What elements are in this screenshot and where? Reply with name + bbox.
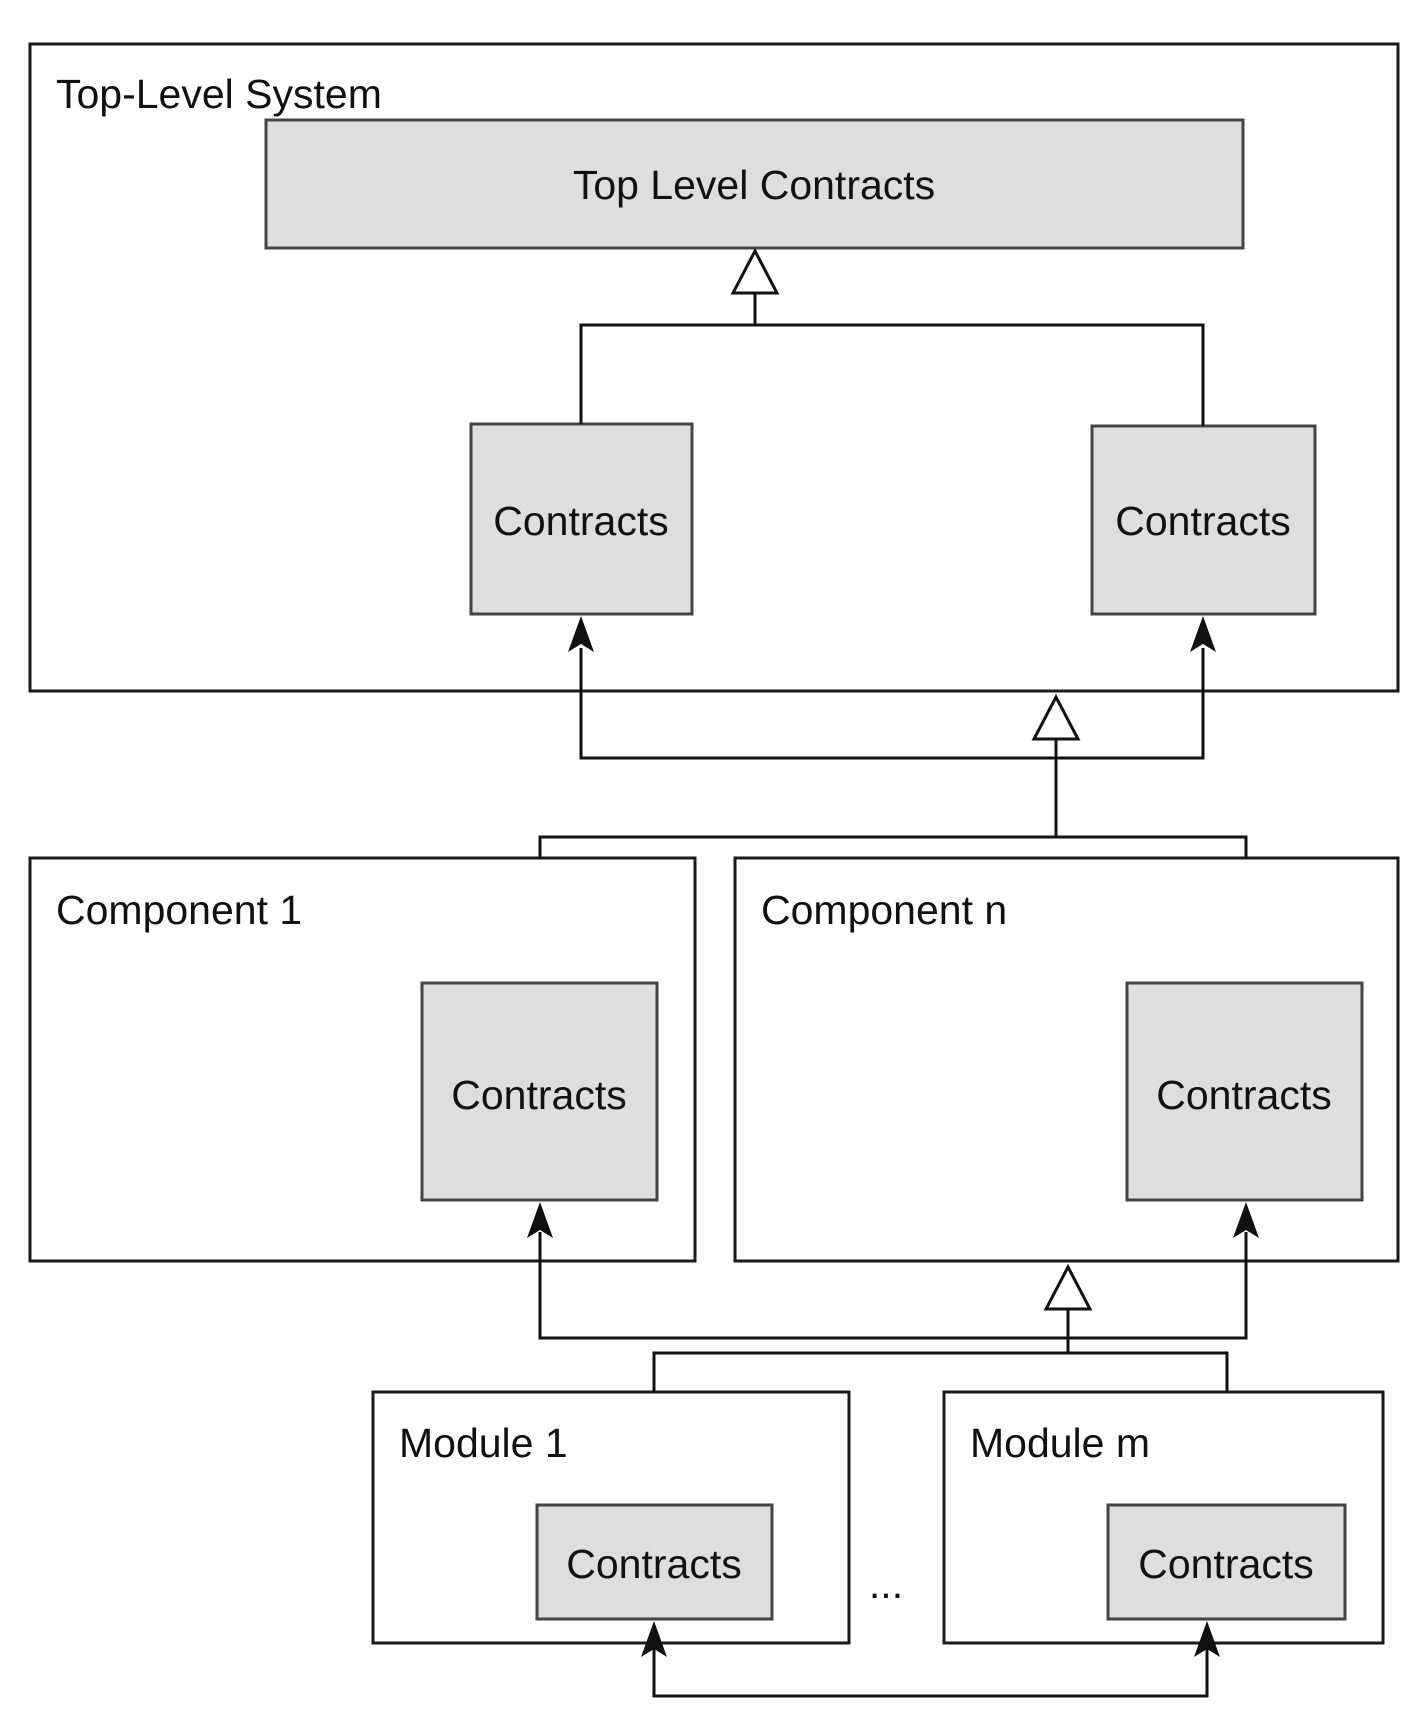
refinement-connector-top: [579, 323, 1205, 426]
top-level-contracts-box: [264, 118, 1245, 250]
refinement-hollow-arrow-icon: [1031, 693, 1081, 741]
assumption-arrow-right-icon: [1194, 1621, 1220, 1657]
component-1-contracts-box: [420, 981, 659, 1202]
component-n-contracts-box: [1125, 981, 1364, 1202]
assumption-arrow-right-icon: [1190, 616, 1216, 652]
component-1-contracts-label: Contracts: [451, 1072, 626, 1118]
module-1-title: Module 1: [399, 1420, 568, 1466]
top-level-contracts-label: Top Level Contracts: [573, 162, 935, 208]
module-m-contracts-label: Contracts: [1138, 1541, 1313, 1587]
component-1-title: Component 1: [56, 887, 302, 933]
top-contracts-right-box: [1090, 424, 1317, 616]
ellipsis: ...: [869, 1561, 903, 1607]
assumption-connector-top: [579, 648, 1205, 760]
module-1-contracts-box: [535, 1503, 774, 1621]
component-n-contracts-label: Contracts: [1156, 1072, 1331, 1118]
assumption-arrow-left-icon: [568, 616, 594, 652]
assumption-connector-modules: [652, 1648, 1209, 1698]
assumption-arrow-left-icon: [527, 1202, 553, 1238]
assumption-arrow-right-icon: [1233, 1202, 1259, 1238]
module-m-contracts-box: [1106, 1503, 1347, 1621]
assumption-connector-components: [538, 1232, 1248, 1340]
top-level-system-title: Top-Level System: [56, 71, 382, 117]
refinement-hollow-arrow-icon: [1043, 1263, 1093, 1311]
assumption-arrow-left-icon: [641, 1621, 667, 1657]
top-contracts-right-label: Contracts: [1115, 498, 1290, 544]
top-contracts-left-label: Contracts: [493, 498, 668, 544]
refinement-hollow-arrow-icon: [730, 247, 780, 295]
module-m-title: Module m: [970, 1420, 1150, 1466]
component-n-title: Component n: [761, 887, 1007, 933]
module-1-contracts-label: Contracts: [566, 1541, 741, 1587]
